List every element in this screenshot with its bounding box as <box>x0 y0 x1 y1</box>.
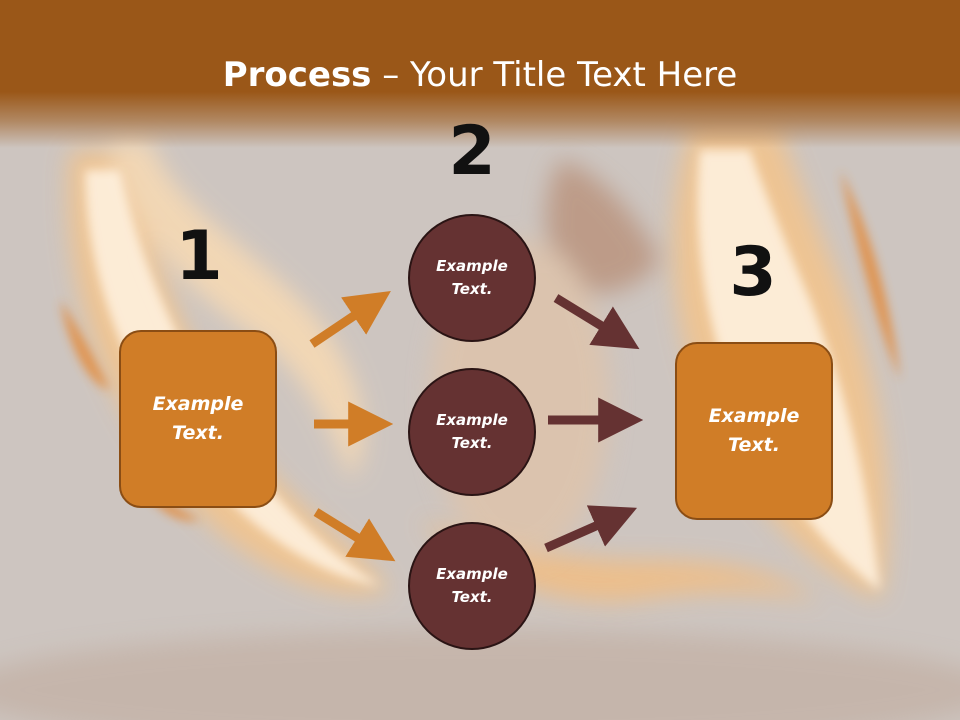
title-bar <box>0 0 960 148</box>
step-number-1: 1 <box>175 217 223 296</box>
step-number-2: 2 <box>448 112 496 191</box>
arrow-input-to-circle-1 <box>309 290 391 348</box>
output-box: Example Text. <box>675 342 833 520</box>
input-box: Example Text. <box>119 330 277 508</box>
middle-circle-3-label: Example Text. <box>436 565 508 606</box>
middle-circle-1: Example Text. <box>408 214 536 342</box>
middle-circle-2-label: Example Text. <box>436 411 508 452</box>
middle-circle-1-label: Example Text. <box>436 257 508 298</box>
arrow-input-to-circle-3 <box>313 508 396 562</box>
middle-circle-2: Example Text. <box>408 368 536 496</box>
arrow-circle-1-to-output <box>553 294 640 350</box>
title-rest-part: – Your Title Text Here <box>371 55 738 95</box>
step-number-3: 3 <box>729 233 777 312</box>
arrow-circle-3-to-output <box>544 505 638 553</box>
input-box-label: Example Text. <box>152 393 244 444</box>
slide-title: Process – Your Title Text Here <box>0 50 960 100</box>
title-bold-part: Process <box>222 55 372 95</box>
middle-circle-3: Example Text. <box>408 522 536 650</box>
output-box-label: Example Text. <box>708 405 800 456</box>
